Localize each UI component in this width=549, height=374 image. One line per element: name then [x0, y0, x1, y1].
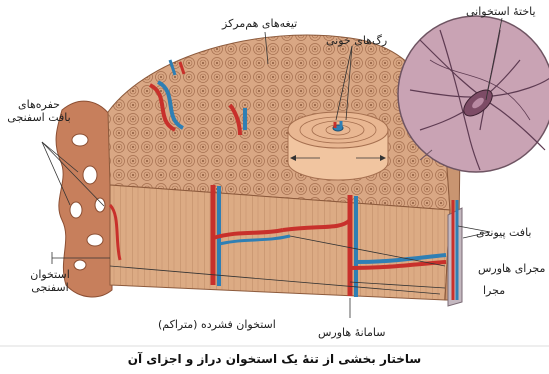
label-connective-tissue: بافت پیوندی [476, 226, 531, 239]
osteocyte-zoom [398, 16, 549, 172]
label-compact-bone: استخوان فشرده (متراکم) [158, 318, 276, 331]
label-spongy-bone: استخوان اسفنجی [20, 268, 80, 294]
label-spongy-cavities: حفره‌های بافت اسفنجی [4, 98, 74, 124]
label-osteocyte: یاختهٔ استخوانی [466, 5, 536, 18]
bone-top-surface [108, 35, 450, 210]
label-concentric-lamellae: تیغه‌های هم‌مرکز [222, 17, 297, 30]
osteon-cylinder [288, 112, 388, 180]
figure-caption: ساختار بخشی از تنهٔ یک استخوان دراز و اج… [0, 352, 549, 366]
connective-tissue-layer [448, 208, 462, 306]
label-haversian-canal: مجرای هاورس [478, 262, 545, 275]
label-canal: مجرا [483, 284, 505, 297]
label-haversian-system: سامانهٔ هاورس [318, 326, 385, 339]
label-blood-vessels: رگ‌های خونی [326, 34, 387, 47]
